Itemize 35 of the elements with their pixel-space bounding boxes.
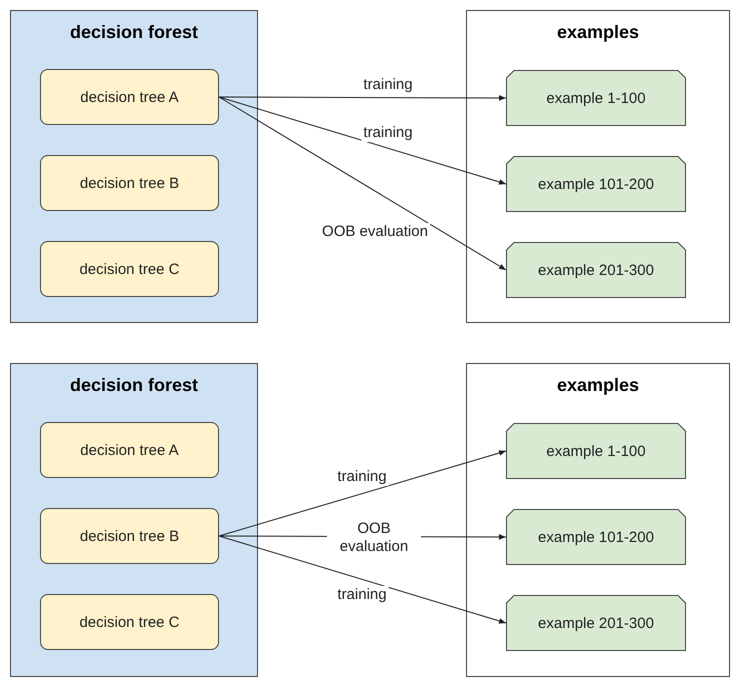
tree-box — [40, 69, 219, 125]
panel-heading: examples — [556, 22, 640, 43]
node-label: decision tree C — [79, 614, 180, 630]
edge-label: training — [335, 586, 389, 604]
forest-panel — [10, 10, 258, 323]
node-label: decision tree A — [80, 88, 179, 106]
group-panel — [466, 10, 730, 323]
edge-label: training — [361, 124, 415, 142]
arrow — [218, 96, 506, 185]
arrow — [218, 95, 506, 101]
node-label: decision tree B — [80, 528, 180, 544]
edge-label: training — [335, 468, 389, 486]
panel-heading: decision forest — [70, 22, 198, 43]
panel-heading: decision forest — [70, 375, 198, 396]
group-panel — [466, 363, 730, 677]
forest-panel — [10, 363, 258, 677]
node-label: example 101-200 — [538, 176, 654, 192]
node-label: example 101-200 — [538, 528, 654, 546]
tree-box — [40, 594, 219, 650]
node-label: decision tree A — [80, 442, 179, 458]
node-label: decision tree B — [80, 174, 180, 192]
node-label: decision tree C — [79, 260, 180, 278]
tree-box — [40, 508, 219, 564]
panel-heading: examples — [556, 375, 640, 396]
node-label: example 1-100 — [546, 442, 646, 460]
tree-box — [40, 422, 219, 478]
arrow — [218, 450, 506, 536]
arrow — [218, 96, 506, 270]
node-label: example 201-300 — [538, 262, 654, 278]
tree-box — [40, 241, 219, 297]
node-label: example 201-300 — [538, 614, 654, 632]
edge-label: training — [361, 76, 415, 94]
arrow — [218, 536, 506, 624]
tree-box — [40, 155, 219, 211]
node-label: example 1-100 — [546, 90, 646, 106]
